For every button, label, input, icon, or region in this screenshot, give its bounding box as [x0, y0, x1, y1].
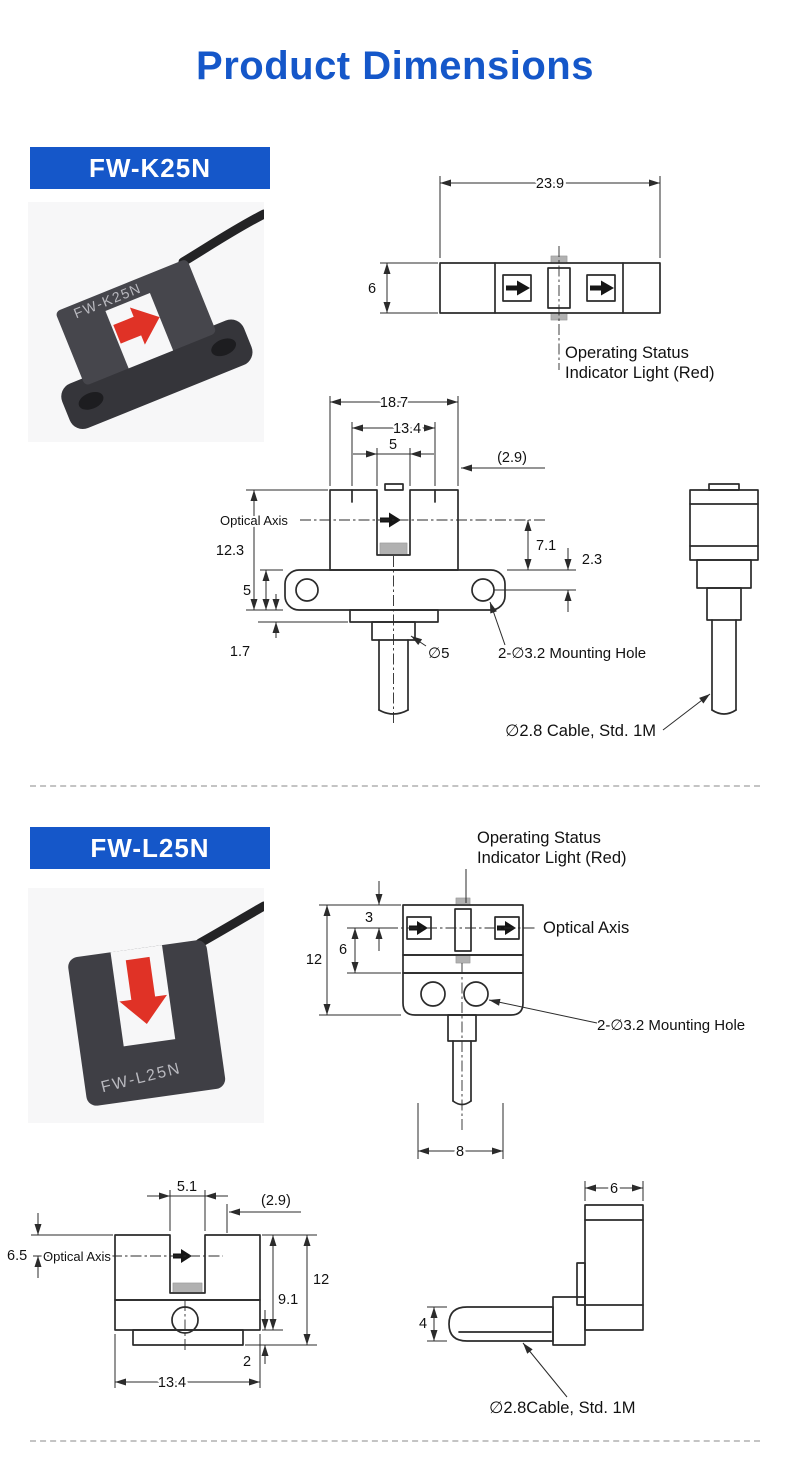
sensor-body-render: FW-L25N: [68, 940, 226, 1106]
part-outline: [439, 255, 661, 321]
bottom-divider: [30, 1440, 760, 1442]
optical-direction-arrows: [506, 280, 614, 296]
cable-leader: [662, 693, 711, 731]
sensor-body-render: FW-K25N: [56, 260, 253, 430]
dim-overall-height: 12: [313, 1272, 329, 1288]
k25n-product-photo: FW-K25N: [28, 202, 264, 442]
k25n-top-view-drawing: 23.9 6 Operating Status Indicator Light …: [365, 174, 715, 383]
cable: [195, 901, 264, 948]
dim-width: 6: [610, 1181, 618, 1197]
dim-height: 6: [368, 281, 376, 297]
cable: [178, 209, 264, 267]
part-outline: [114, 1234, 261, 1346]
mounting-hole-label: 2-∅3.2 Mounting Hole: [498, 645, 646, 662]
dim-slot-width: 5.1: [177, 1179, 197, 1195]
dim-body-width: 13.4: [393, 421, 421, 437]
dimension-lines: [319, 869, 598, 1159]
dim-cable-offset: 8: [456, 1144, 464, 1160]
l25n-product-photo: FW-L25N: [28, 888, 264, 1123]
dim-overall-width: 18.7: [380, 395, 408, 411]
dim-axis-to-flange: 7.1: [536, 538, 556, 554]
indicator-label-line2: Indicator Light (Red): [477, 849, 627, 867]
red-arrow: [113, 307, 160, 345]
optical-direction-arrow: [173, 1249, 192, 1263]
dim-cable-height: 4: [419, 1316, 427, 1332]
indicator-label-line2: Indicator Light (Red): [565, 364, 715, 382]
dim-flange-height: 5: [243, 583, 251, 599]
section-divider: [30, 785, 760, 787]
dimension-lines: [246, 396, 576, 647]
part-outline: [448, 1204, 644, 1346]
dim-ref: (2.9): [497, 450, 527, 466]
dim-width: 23.9: [536, 176, 564, 192]
dim-base: 1.7: [230, 644, 250, 660]
optical-direction-arrow: [380, 512, 401, 528]
optical-axis-label: Optical Axis: [543, 919, 629, 937]
dimension-lines: [380, 176, 661, 314]
dim-slot-depth: 9.1: [278, 1292, 298, 1308]
dim-overall-width: 13.4: [158, 1375, 186, 1391]
cable-spec-label: ∅2.8 Cable, Std. 1M: [505, 722, 656, 740]
dim-overall-height: 12.3: [216, 543, 244, 559]
dim-axis-offset: 6: [339, 942, 347, 958]
dim-base: 2: [243, 1354, 251, 1370]
cable-diameter-label: ∅5: [428, 645, 449, 662]
red-arrow: [119, 956, 167, 1024]
part-outline: [689, 483, 759, 715]
cable-spec-label: ∅2.8Cable, Std. 1M: [489, 1399, 635, 1417]
mounting-hole-label: 2-∅3.2 Mounting Hole: [597, 1017, 745, 1034]
k25n-side-view-drawing: ∅2.8 Cable, Std. 1M: [505, 483, 759, 740]
dimension-lines: [427, 1181, 644, 1398]
dimension-lines: [31, 1190, 317, 1388]
l25n-l-view-drawing: 6 4 ∅2.8Cable, Std. 1M: [416, 1179, 644, 1417]
page-title: Product Dimensions: [196, 44, 594, 88]
model-badge-k25n: FW-K25N: [30, 147, 270, 189]
l25n-side-view-drawing: 5.1 (2.9) 6.5 Optical Axis 9.1 12 2 13.4: [5, 1178, 332, 1394]
model-badge-l25n: FW-L25N: [30, 827, 270, 869]
dim-slot-width: 5: [389, 437, 397, 453]
dim-overall-height: 12: [306, 952, 322, 968]
optical-axis-label: Optical Axis: [220, 513, 288, 528]
dim-ref: (2.9): [261, 1193, 291, 1209]
l25n-front-view-drawing: Operating Status Indicator Light (Red) 3…: [303, 829, 745, 1163]
dim-top-to-axis: 3: [365, 910, 373, 926]
k25n-front-view-drawing: 18.7 13.4 5 (2.9) 12.3 5 1.7 7.1 2.3 Opt…: [213, 393, 646, 726]
dim-axis-height: 6.5: [7, 1248, 27, 1264]
optical-axis-label: Optical Axis: [43, 1249, 111, 1264]
indicator-label-line1: Operating Status: [477, 829, 601, 847]
dim-step: 2.3: [582, 552, 602, 568]
indicator-label-line1: Operating Status: [565, 344, 689, 362]
